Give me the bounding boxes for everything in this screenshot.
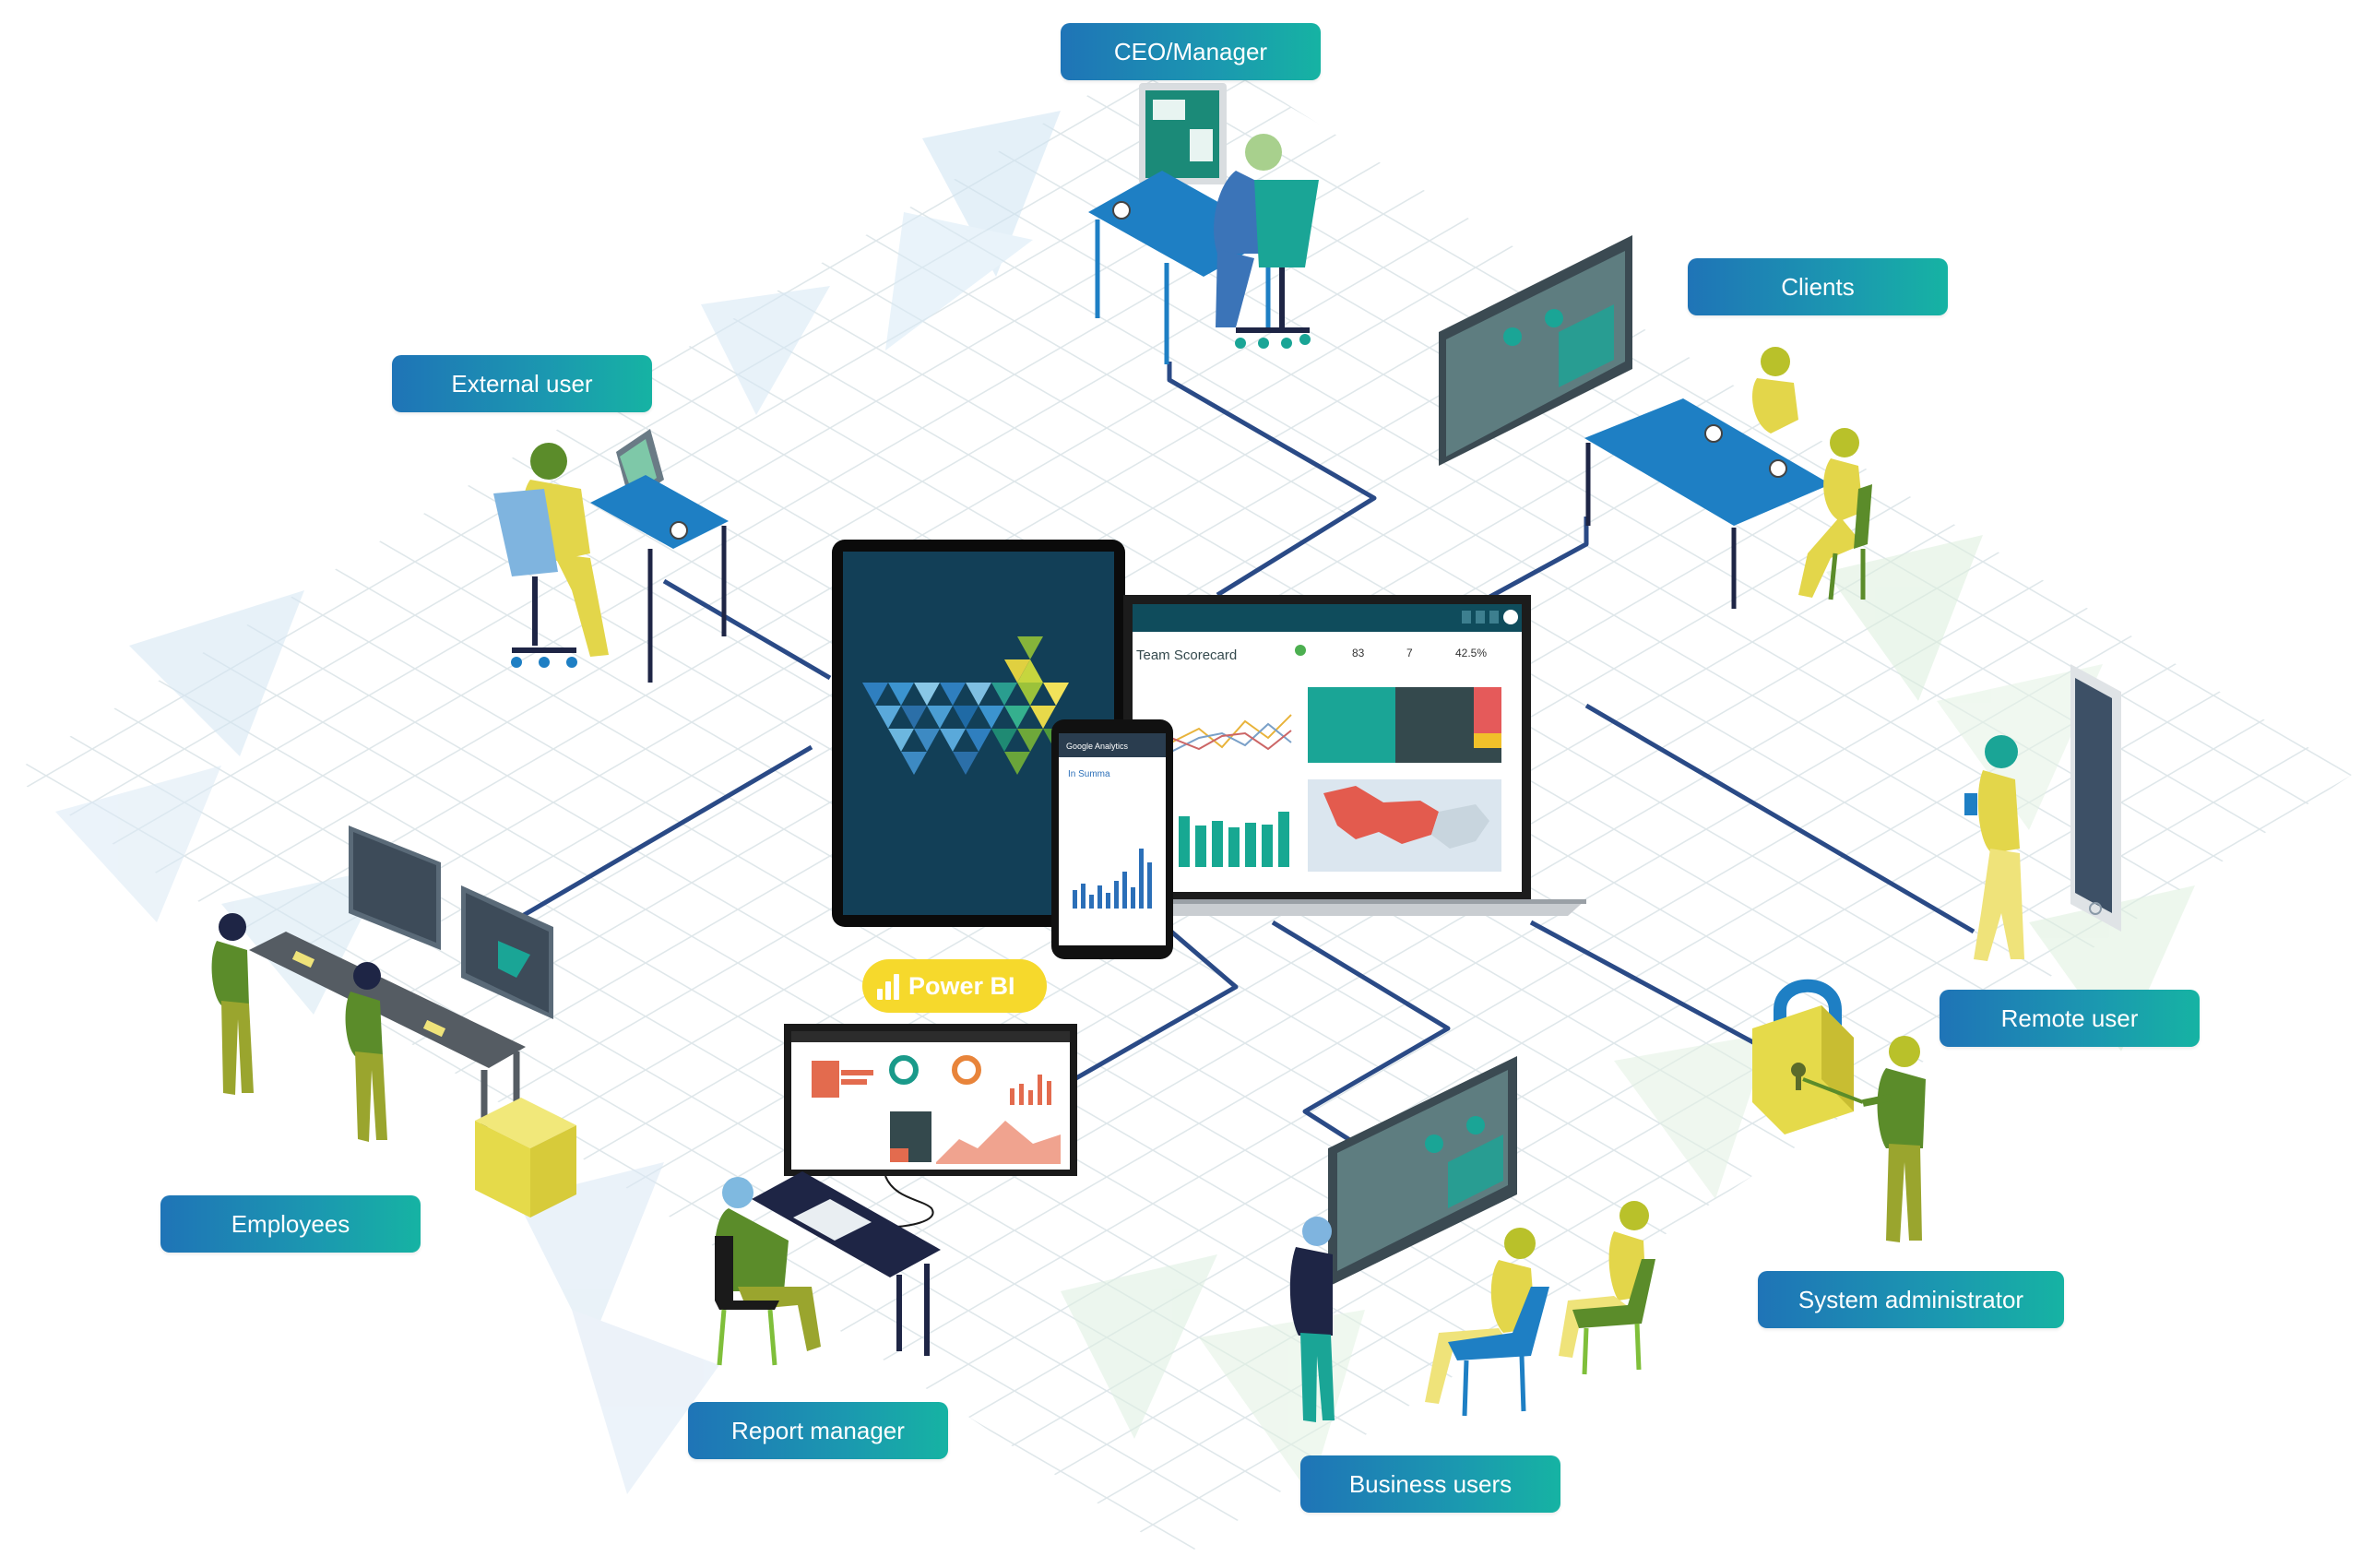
phone-device (1051, 719, 1173, 959)
label-business-users: Business users (1300, 1455, 1560, 1513)
business-users-area (1289, 1056, 1655, 1422)
report-manager-desk (715, 1171, 941, 1366)
label-report-manager: Report manager (688, 1402, 948, 1459)
ceo-workstation (1088, 83, 1319, 364)
padlock-icon (1752, 979, 1854, 1134)
employees-area (211, 826, 576, 1218)
external-user-workstation (493, 429, 729, 683)
phone-header: Google Analytics (1066, 742, 1129, 751)
connector-remote-user (1584, 703, 1975, 934)
connector-ceo (1167, 362, 1377, 598)
power-bi-label: Power BI (908, 971, 1015, 1000)
decorative-triangles (55, 111, 2195, 1494)
label-system-administrator: System administrator (1758, 1271, 2064, 1328)
connector-business-users (1271, 920, 1451, 1146)
connector-system-admin (1529, 920, 1763, 1050)
kpi-value-3: 42.5% (1455, 647, 1487, 659)
power-bi-badge: Power BI (862, 959, 1047, 1013)
label-remote-user: Remote user (1940, 990, 2200, 1047)
label-employees: Employees (160, 1195, 421, 1253)
label-ceo-manager: CEO/Manager (1061, 23, 1321, 80)
system-administrator-area (1752, 979, 1926, 1242)
label-external-user: External user (392, 355, 652, 412)
laptop-device (1102, 595, 1586, 916)
clients-area (1439, 235, 1872, 609)
phone-brand: In Summa (1068, 769, 1110, 779)
connector-external-user (662, 578, 832, 681)
power-bi-icon (877, 972, 899, 1000)
kpi-value-1: 83 (1352, 647, 1365, 659)
connector-employees (478, 744, 813, 944)
power-bi-monitor (784, 1024, 1077, 1228)
label-clients: Clients (1688, 258, 1948, 315)
dashboard-title: Team Scorecard (1136, 647, 1237, 663)
coffee-cup-icon (1112, 201, 1131, 220)
network-connectors (478, 362, 1975, 1146)
kpi-value-2: 7 (1406, 647, 1413, 659)
logo-mosaic (862, 636, 1069, 775)
phone-in-hand (1964, 793, 1977, 815)
remote-user-area (1964, 664, 2121, 961)
connector-report-manager (1073, 930, 1239, 1082)
